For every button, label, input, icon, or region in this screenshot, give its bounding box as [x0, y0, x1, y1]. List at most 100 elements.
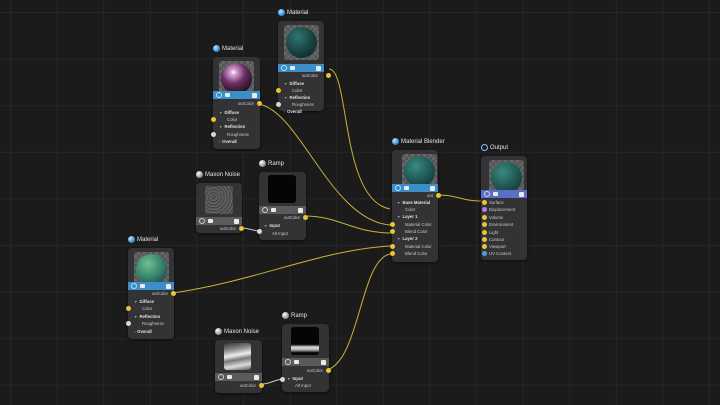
material-node-top[interactable]: Material outColor ▼Diffuse Color ▼Reflec… [276, 9, 331, 114]
input-port[interactable] [390, 222, 395, 227]
node-toolbar [213, 91, 260, 99]
toggle-icon[interactable] [262, 207, 268, 213]
port-group[interactable]: ▼Layer 1 [397, 214, 418, 219]
material-icon [128, 236, 135, 243]
expand-icon[interactable] [254, 374, 259, 380]
ramp-preview [291, 327, 319, 355]
expand-icon[interactable] [252, 92, 257, 98]
input-port-environment[interactable] [482, 222, 487, 227]
ramp-node-bottom[interactable]: Ramp outColor ▼Input Alt Input [280, 312, 331, 392]
port-group[interactable]: ▼Input [264, 223, 280, 228]
input-port-light[interactable] [482, 230, 487, 235]
toggle-icon[interactable] [218, 374, 224, 380]
port-group[interactable]: ›Overall [219, 139, 237, 144]
output-port-label: outColor [239, 383, 256, 388]
port-group[interactable]: ▼Diffuse [219, 110, 240, 115]
node-title: Ramp [259, 160, 284, 167]
toggle-icon[interactable] [131, 283, 137, 289]
input-port[interactable] [390, 251, 395, 256]
port-group[interactable]: ▼Input [287, 376, 303, 381]
input-port-displacement[interactable] [482, 207, 487, 212]
output-port-label: outColor [301, 73, 318, 78]
wire-ramp-top-to-blender-layer1-blend [303, 215, 391, 234]
toggle-icon[interactable] [199, 218, 205, 224]
input-port[interactable] [390, 229, 395, 234]
port-group[interactable]: ▼Base Material [397, 200, 431, 205]
input-port[interactable] [211, 132, 216, 137]
maxon-noise-node-top[interactable]: Maxon Noise outColor [196, 171, 244, 233]
expand-icon[interactable] [519, 191, 524, 197]
preview-icon[interactable] [404, 186, 409, 190]
input-port-contour[interactable] [482, 237, 487, 242]
port-group[interactable]: ›Overall [284, 109, 302, 114]
port-group[interactable]: ▼Diffuse [134, 299, 155, 304]
preview-icon[interactable] [208, 219, 213, 223]
preview-icon[interactable] [140, 284, 145, 288]
output-port[interactable] [326, 73, 331, 78]
preview-icon[interactable] [290, 66, 295, 70]
input-port[interactable] [211, 117, 216, 122]
port-label: Surface [489, 200, 504, 205]
preview-icon[interactable] [225, 93, 230, 97]
input-port[interactable] [276, 102, 281, 107]
port-label: Displacement [489, 207, 516, 212]
input-port-viewport[interactable] [482, 244, 487, 249]
input-port[interactable] [126, 306, 131, 311]
material-preview [219, 61, 254, 96]
noise-preview [224, 343, 251, 370]
port-group[interactable]: ▼Reflection [284, 95, 311, 100]
toggle-icon[interactable] [216, 92, 222, 98]
output-node[interactable]: Output Surface Displacement Volume Envir… [481, 144, 527, 260]
port-group[interactable]: ▼Layer 2 [397, 236, 418, 241]
output-port[interactable] [436, 193, 441, 198]
output-port[interactable] [171, 291, 176, 296]
expand-icon[interactable] [234, 218, 239, 224]
input-port[interactable] [126, 321, 131, 326]
toggle-icon[interactable] [281, 65, 287, 71]
toggle-icon[interactable] [484, 191, 490, 197]
port-label: Material Color [405, 244, 432, 249]
toggle-icon[interactable] [395, 185, 401, 191]
output-port[interactable] [326, 368, 331, 373]
preview-icon[interactable] [271, 208, 276, 212]
toggle-icon[interactable] [285, 359, 291, 365]
input-port-volume[interactable] [482, 215, 487, 220]
material-blender-node[interactable]: Material Blender out ▼Base Material Colo… [390, 138, 445, 262]
expand-icon[interactable] [298, 207, 303, 213]
material-preview [284, 25, 319, 60]
ramp-node-top[interactable]: Ramp outColor ▼Input Alt Input [257, 160, 308, 240]
node-title: Maxon Noise [196, 171, 240, 178]
expand-icon[interactable] [316, 65, 321, 71]
preview-icon[interactable] [294, 360, 299, 364]
maxon-noise-node-bottom[interactable]: Maxon Noise outColor [215, 328, 264, 393]
port-group[interactable]: ▼Diffuse [284, 81, 305, 86]
wire-blender-to-output-surface [435, 194, 483, 202]
output-port[interactable] [257, 101, 262, 106]
preview-icon[interactable] [227, 375, 232, 379]
expand-icon[interactable] [430, 185, 435, 191]
port-label: Environment [489, 222, 514, 227]
preview-sphere [221, 63, 252, 94]
port-group[interactable]: ▼Reflection [134, 314, 161, 319]
output-port[interactable] [303, 215, 308, 220]
material-node-pink[interactable]: Material outColor ▼Diffuse Color ▼Reflec… [211, 45, 262, 149]
expand-icon[interactable] [166, 283, 171, 289]
input-port[interactable] [276, 88, 281, 93]
output-port-label: outColor [237, 101, 254, 106]
port-label: Roughness [292, 102, 314, 107]
input-port[interactable] [390, 244, 395, 249]
input-port[interactable] [280, 377, 285, 382]
input-port-surface[interactable] [482, 200, 487, 205]
material-node-green[interactable]: Material outColor ▼Diffuse Color ▼Reflec… [126, 236, 176, 339]
output-port[interactable] [259, 383, 264, 388]
node-title: Ramp [282, 312, 307, 319]
preview-icon[interactable] [493, 192, 498, 196]
port-label: Alt Input [295, 383, 311, 388]
input-port-uv-context[interactable] [482, 251, 487, 256]
preview-sphere [286, 27, 317, 58]
input-port[interactable] [257, 229, 262, 234]
output-port[interactable] [239, 226, 244, 231]
port-group[interactable]: ›Overall [134, 329, 152, 334]
port-group[interactable]: ▼Reflection [219, 124, 246, 129]
expand-icon[interactable] [321, 359, 326, 365]
